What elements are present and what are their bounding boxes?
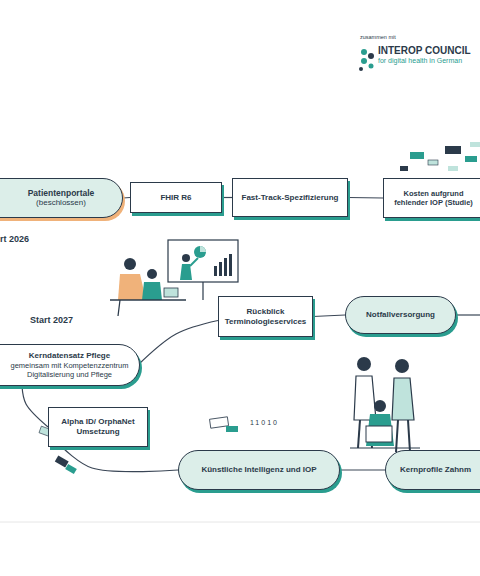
divider-line [0, 522, 480, 523]
node-title: Rückblick Terminologieservices [224, 307, 307, 327]
deco-shapes [340, 142, 480, 470]
connector-line [22, 386, 48, 427]
node-title: Patientenportale [28, 188, 95, 199]
logo-text: INTEROP COUNCIL [378, 45, 471, 56]
logo-subtext: for digital health in German [378, 57, 462, 64]
year-label: rt 2026 [0, 234, 29, 244]
milestone-pill: Kernprofile Zahnm [385, 450, 480, 490]
year-label: Start 2027 [30, 315, 73, 325]
connector-line [62, 447, 178, 472]
node-title: Alpha ID/ OrphaNet Umsetzung [54, 417, 142, 437]
process-box: Alpha ID/ OrphaNet Umsetzung [48, 407, 148, 447]
logo-icon [359, 49, 374, 71]
node-body: gemeinsam mit Kompetenzzentrum Digitalis… [5, 361, 134, 380]
process-box: Kosten aufgrund fehlender IOP (Studie) [383, 178, 480, 218]
binary-text: 11010 [250, 419, 279, 426]
milestone-pill: Patientenportale(beschlossen) [0, 178, 123, 218]
node-title: Kernprofile Zahnm [400, 465, 471, 475]
node-title: Fast-Track-Spezifizierung [242, 193, 339, 203]
process-box: FHIR R6 [130, 182, 222, 213]
connector-line [340, 469, 385, 470]
process-box: Fast-Track-Spezifizierung [232, 178, 348, 217]
node-title: Kerndatensatz Pflege [29, 351, 110, 361]
milestone-pill: Notfallversorgung [345, 296, 456, 334]
connector-line [222, 197, 232, 198]
connector-line [313, 315, 345, 317]
node-title: Künstliche Intelligenz und IOP [201, 465, 316, 475]
team-scene [350, 357, 420, 452]
node-title: FHIR R6 [160, 193, 191, 203]
milestone-pill: Kerndatensatz Pflegegemeinsam mit Kompet… [0, 344, 140, 386]
connector-line [123, 197, 130, 199]
connector-line [138, 321, 218, 366]
connector-line [348, 197, 383, 199]
node-title: Kosten aufgrund fehlender IOP (Studie) [389, 189, 478, 208]
process-box: Rückblick Terminologieservices [218, 296, 313, 337]
milestone-pill: Künstliche Intelligenz und IOP [178, 450, 340, 490]
node-title: Notfallversorgung [366, 310, 435, 320]
node-body: (beschlossen) [36, 198, 86, 208]
caption-text: zusammen mit [360, 34, 396, 40]
